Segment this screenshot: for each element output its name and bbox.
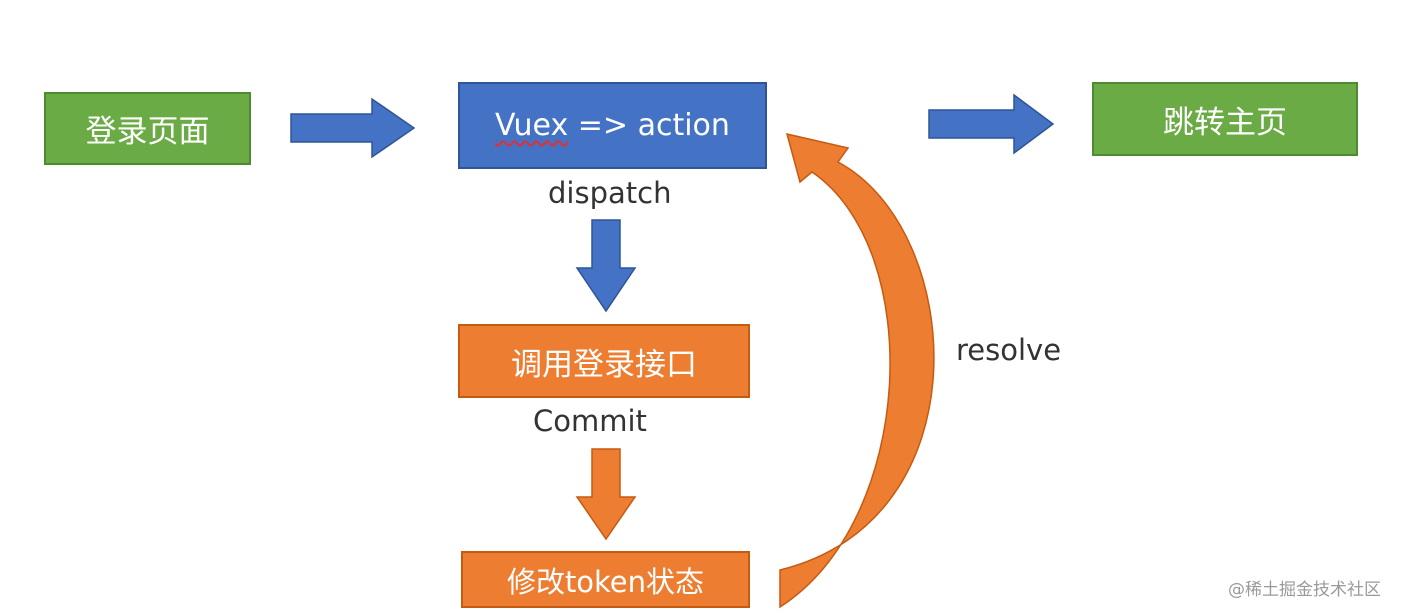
node-login-page-label: 登录页面 [85,114,210,150]
node-modify-token-state-label: 修改token状态 [506,564,705,599]
node-jump-home-label: 跳转主页 [1163,104,1287,141]
watermark: @稀土掘金技术社区 [1228,580,1381,600]
node-vuex-action-label: Vuex => action [495,108,730,143]
node-modify-token-state: 修改token状态 [461,551,750,608]
arrow-dispatch-down [575,219,637,313]
node-call-login-api: 调用登录接口 [458,324,750,398]
node-login-page: 登录页面 [44,92,251,165]
node-call-login-api-label: 调用登录接口 [511,346,697,383]
arrow-resolve-curve [779,132,935,609]
edge-label-commit: Commit [533,404,647,438]
edge-label-resolve: resolve [956,333,1062,367]
edge-label-dispatch: dispatch [548,176,672,210]
vuex-word: Vuex [495,108,569,143]
vuex-action-suffix: => action [568,108,730,143]
node-jump-home: 跳转主页 [1092,82,1358,156]
node-vuex-action: Vuex => action [458,82,767,169]
arrow-login-to-vuex [290,97,416,159]
arrow-commit-down [575,448,637,541]
arrow-vuex-to-home [928,93,1055,155]
